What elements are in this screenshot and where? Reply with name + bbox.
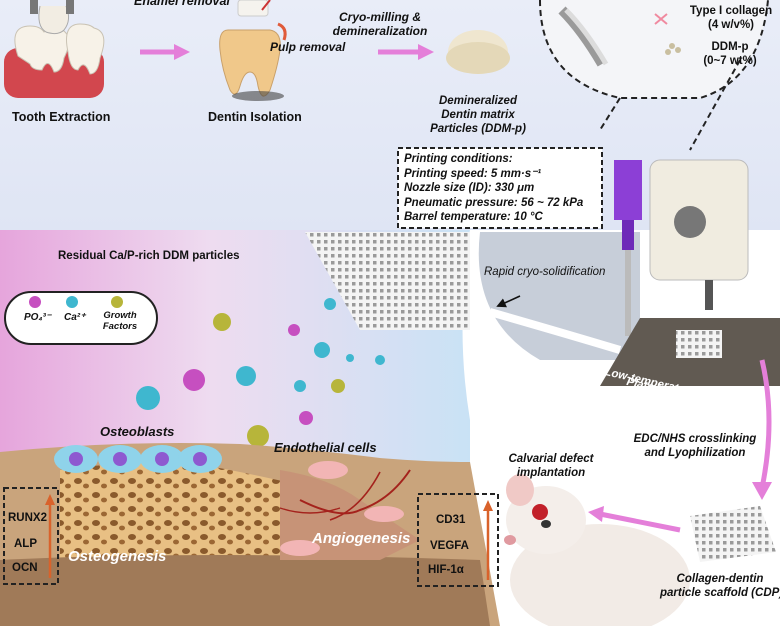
pulp-removal-label: Pulp removal — [270, 40, 346, 54]
angio-marker-vegfa: VEGFA — [430, 540, 469, 552]
osteo-marker-box — [3, 487, 59, 585]
bone-tissue — [0, 443, 500, 626]
legend-gf-line1: Growth — [103, 310, 137, 321]
printing-conditions-text: Printing conditions: Printing speed: 5 m… — [404, 152, 583, 225]
legend-gf-line2: Factors — [102, 321, 138, 332]
material-inset — [539, 0, 769, 151]
angio-marker-cd31: CD31 — [436, 514, 466, 526]
calvarial-line1: Calvarial defect — [508, 453, 594, 465]
ddm-label: Demineralized Dentin matrix Particles (D… — [418, 94, 538, 136]
crosslink-arrow — [759, 359, 772, 489]
ddm-line3: Particles (DDM-p) — [430, 123, 526, 135]
rapid-cryo-label: Rapid cryo-solidification — [484, 266, 606, 278]
residual-particles-label: Residual Ca/P-rich DDM particles — [58, 250, 240, 262]
printing-conditions-heading: Printing conditions: — [404, 153, 513, 165]
osteogenesis-label: Osteogenesis — [68, 548, 167, 565]
dentin-isolation-label: Dentin Isolation — [208, 110, 302, 124]
printing-speed: Printing speed: 5 mm·s⁻¹ — [404, 167, 542, 180]
legend-ca: Ca²⁺ — [64, 312, 86, 323]
mouse-illustration — [504, 474, 690, 626]
cryo-milling-label: Cryo-milling & demineralization — [310, 10, 450, 38]
crosslinking-label: EDC/NHS crosslinking and Lyophilization — [620, 432, 770, 460]
scaffold-block — [305, 232, 470, 330]
nozzle-zoom-illustration — [478, 160, 642, 360]
calvarial-line2: implantation — [516, 467, 586, 479]
implant-arrow — [599, 511, 681, 533]
angio-marker-box — [417, 493, 499, 587]
legend-growth-factors: Growth Factors — [100, 310, 140, 332]
osteo-marker-runx2: RUNX2 — [8, 512, 47, 524]
ddmp-line2: (0~7 wt%) — [703, 55, 757, 67]
ddm-line2: Dentin matrix — [441, 109, 515, 121]
ddm-powder-illustration — [446, 30, 510, 74]
collagen-line1: Type I collagen — [689, 5, 773, 17]
printing-conditions-box — [397, 147, 603, 229]
3d-printer-illustration — [600, 159, 780, 386]
endothelial-cells — [280, 461, 404, 556]
cdp-label: Collagen-dentin particle scaffold (CDP) — [660, 572, 780, 600]
released-ions — [136, 298, 385, 447]
osteoblast-cells — [54, 445, 222, 473]
angio-marker-hif1a: HIF-1α — [428, 564, 464, 576]
ddmp-line1: DDM-p — [711, 41, 749, 53]
ddmp-label: DDM-p (0~7 wt%) — [690, 40, 770, 68]
tooth-extraction-label: Tooth Extraction — [12, 110, 111, 124]
cryo-milling-line1: Cryo-milling & — [338, 10, 421, 24]
barrel-temperature: Barrel temperature: 10 °C — [404, 211, 543, 223]
crosslinking-line2: and Lyophilization — [644, 447, 746, 459]
osteoblasts-label: Osteoblasts — [100, 424, 175, 439]
crosslinking-line1: EDC/NHS crosslinking — [633, 433, 757, 445]
dentin-illustration — [219, 0, 287, 101]
cryo-milling-line2: demineralization — [332, 24, 428, 38]
collagen-line2: (4 w/v%) — [707, 19, 754, 31]
collagen-label: Type I collagen (4 w/v%) — [682, 4, 780, 32]
calvarial-label: Calvarial defect implantation — [496, 452, 606, 480]
ddm-line1: Demineralized — [439, 95, 517, 107]
cdp-scaffold — [690, 506, 776, 562]
cdp-line2: particle scaffold (CDP) — [660, 587, 780, 599]
angiogenesis-label: Angiogenesis — [312, 530, 411, 547]
cdp-line1: Collagen-dentin — [676, 573, 764, 585]
enamel-removal-label: Enamel removal — [134, 0, 230, 8]
osteo-marker-ocn: OCN — [12, 562, 38, 574]
tooth-extraction-illustration — [4, 0, 105, 98]
pneumatic-pressure: Pneumatic pressure: 56 ~ 72 kPa — [404, 196, 584, 209]
legend-po4: PO₄³⁻ — [24, 312, 52, 323]
osteo-marker-alp: ALP — [14, 538, 37, 550]
nozzle-size: Nozzle size (ID): 330 μm — [404, 182, 535, 194]
endothelial-label: Endothelial cells — [274, 440, 377, 455]
